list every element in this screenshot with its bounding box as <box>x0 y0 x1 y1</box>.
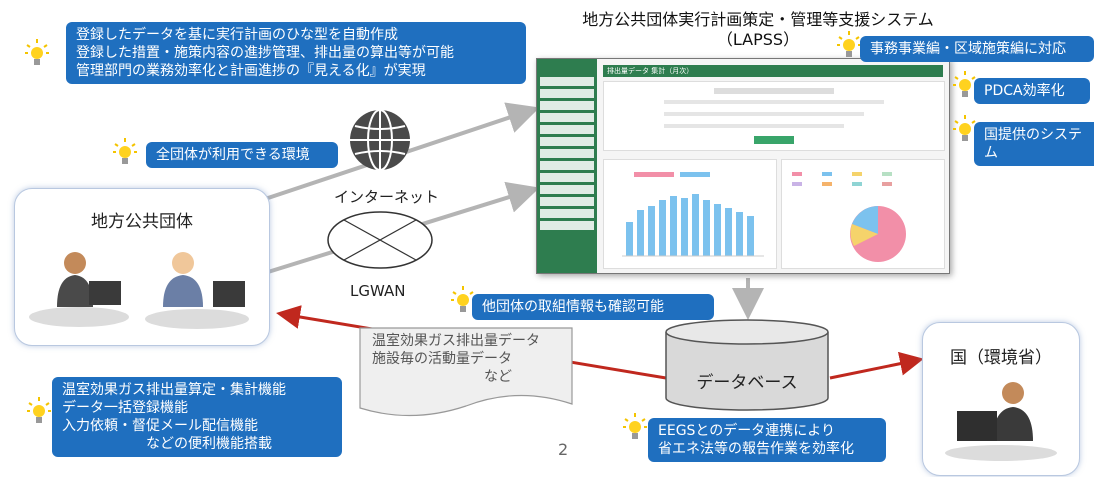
pie-chart-thumbnail <box>792 172 906 262</box>
system-title: 地方公共団体実行計画策定・管理等支援システム （LAPSS） <box>548 10 968 50</box>
database-label: データベース <box>696 373 798 393</box>
app-pie-chart-panel <box>781 159 945 269</box>
lightbulb-icon <box>25 39 49 65</box>
lightbulb-icon <box>451 286 475 312</box>
lapss-app-screenshot: 排出量データ 集計（月次） <box>536 58 950 274</box>
feature-callout-plan-types: 事務事業編・区域施策編に対応 <box>860 36 1094 62</box>
local-government-label: 地方公共団体 <box>91 212 193 232</box>
globe-icon <box>350 109 410 171</box>
official-illustration <box>945 382 1057 461</box>
feature-callout-convenient-functions: 温室効果ガス排出量算定・集計機能 データ一括登録機能 入力依頼・督促メール配信機… <box>52 377 342 457</box>
feature-callout-other-groups: 他団体の取組情報も確認可能 <box>472 294 714 320</box>
page-number: 2 <box>558 440 569 459</box>
feature-callout-all-groups: 全団体が利用できる環境 <box>146 142 338 168</box>
app-header: 排出量データ 集計（月次） <box>603 65 943 77</box>
lightbulb-icon <box>953 71 977 97</box>
office-workers-illustration <box>29 252 249 329</box>
lightbulb-icon <box>623 413 647 439</box>
app-sidebar <box>537 59 597 273</box>
document-shape <box>359 327 573 417</box>
national-government-panel: 国（環境省） <box>922 322 1080 476</box>
lightbulb-icon <box>27 397 51 423</box>
feature-callout-auto-plan: 登録したデータを基に実行計画のひな型を自動作成 登録した措置・施策内容の進捗管理… <box>66 22 526 84</box>
database-icon <box>665 319 829 411</box>
national-government-label: 国（環境省） <box>950 348 1052 368</box>
feature-callout-national-system: 国提供のシステム <box>974 122 1094 166</box>
document-text: 温室効果ガス排出量データ 施設毎の活動量データ など <box>372 333 540 385</box>
lightbulb-icon <box>837 31 861 57</box>
feature-callout-eegs: EEGSとのデータ連携により 省エネ法等の報告作業を効率化 <box>648 418 886 462</box>
feature-callout-pdca: PDCA効率化 <box>974 78 1090 104</box>
lgwan-label: LGWAN <box>350 282 406 300</box>
app-bar-chart-panel <box>603 159 777 269</box>
system-title-line1: 地方公共団体実行計画策定・管理等支援システム <box>582 10 934 29</box>
lightbulb-icon <box>113 138 137 164</box>
internet-label: インターネット <box>334 188 440 206</box>
database-to-national-arrow <box>829 351 924 380</box>
lgwan-network-icon <box>327 211 433 269</box>
system-title-line2: （LAPSS） <box>716 30 800 49</box>
local-government-panel: 地方公共団体 <box>14 188 270 346</box>
app-filter-panel <box>603 81 945 151</box>
bar-chart-thumbnail <box>622 172 764 257</box>
